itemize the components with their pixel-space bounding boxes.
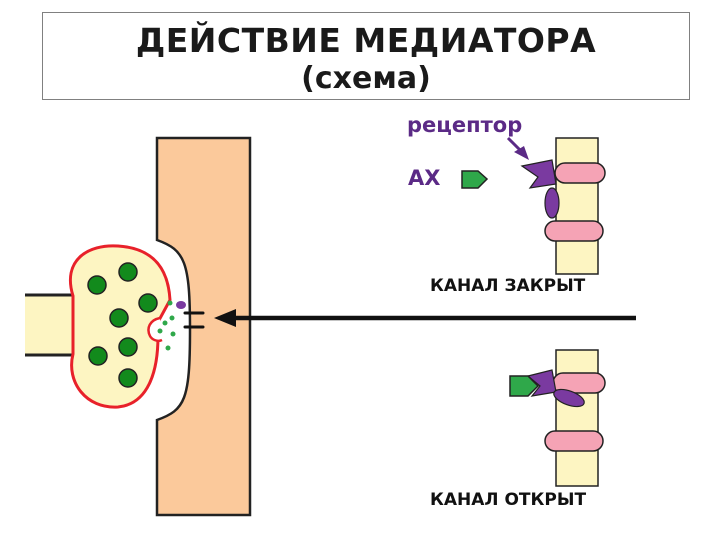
channel-closed-label: КАНАЛ ЗАКРЫТ [430,276,586,296]
vesicle-fusion-notch [147,316,163,343]
small-receptor [176,301,186,309]
vesicle [118,368,138,388]
mediator-dot [169,315,175,321]
channel-subunit-lower-open [544,430,604,452]
channel-open-label: КАНАЛ ОТКРЫТ [430,490,587,510]
title-box: ДЕЙСТВИЕ МЕДИАТОРА (схема) [42,12,690,100]
channel-subunit-lower [544,220,604,242]
receptor-binding-site [520,159,557,189]
membrane-band-closed [555,137,599,275]
vesicle [87,275,107,295]
mediator-dot [165,345,171,351]
receptor-pointer-head [514,146,529,160]
vesicle [118,262,138,282]
vesicle [118,337,138,357]
mediator-label: АХ [408,166,441,190]
title-subtitle: (схема) [301,61,431,96]
title-main: ДЕЙСТВИЕ МЕДИАТОРА [135,21,597,60]
mediator-dot [162,320,168,326]
mediator-dot [170,331,176,337]
channel-subunit-upper [554,162,606,184]
channel-gate-closed [544,187,560,219]
mediator-bound [509,375,540,397]
vesicle [138,293,158,313]
vesicle [109,308,129,328]
mediator-molecule [461,170,489,189]
receptor-bound [526,369,557,397]
membrane-band-open [555,349,599,487]
channel-gate-open [553,388,585,408]
mediator-dot [167,300,173,306]
receptor-label: рецептор [407,113,523,137]
mediator-dot [157,328,163,334]
presynaptic-axon [25,293,77,357]
vesicle [88,346,108,366]
zoom-arrow-head [214,309,236,327]
